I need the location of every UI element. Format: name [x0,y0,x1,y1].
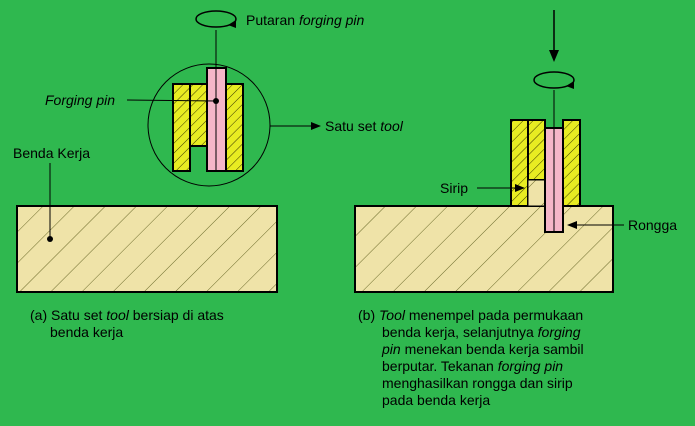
label-fin: Sirip [440,180,468,196]
caption-a: (a) Satu set tool bersiap di atas benda … [30,307,290,341]
tool-inner-a [189,83,208,147]
caption-b-body: benda kerja, selanjutnya forging pin mene… [358,324,628,409]
fin-b [527,179,546,207]
caption-b-italic2: forging [537,324,581,340]
label-cavity: Rongga [628,217,677,233]
caption-b-italic3: pin [382,341,401,357]
leader-forging-pin [126,99,217,102]
label-workpiece: Benda Kerja [13,145,90,161]
caption-a-line2: benda kerja [50,324,124,340]
rotation-arrow-b [533,71,575,89]
workpiece-a [16,205,278,293]
tool-shoulder-left-a [172,83,191,172]
force-arrow-b [549,10,559,62]
caption-b-line6: pada benda kerja [382,392,491,408]
rotation-arrow-a [195,10,237,28]
caption-a-marker: (a) [30,307,48,323]
dot-workpiece [47,236,53,242]
caption-b-text1: menempel pada permukaan [404,307,584,323]
caption-a-text2: bersiap di atas [128,307,224,323]
caption-b-text3: menekan benda kerja sambil [400,341,584,357]
tool-shoulder-right-a [225,83,244,172]
workpiece-b [354,205,614,293]
tool-shoulder-left-b [510,119,529,207]
label-forging-pin: Forging pin [45,92,115,108]
caption-b-line2: benda kerja, selanjutnya [382,324,538,340]
caption-b-italic4: forging pin [497,358,564,374]
label-rotation-a: Putaran forging pin [246,12,365,28]
caption-b: (b) Tool menempel pada permukaan benda k… [358,307,628,409]
tool-set-circle [147,63,271,187]
caption-b-italic1: Tool [379,307,405,323]
caption-b-line4: berputar. Tekanan [382,358,498,374]
caption-b-marker: (b) [358,307,376,323]
caption-b-line5: menghasilkan rongga dan sirip [382,375,573,391]
tool-inner-b [527,119,546,181]
caption-a-italic1: tool [106,307,129,323]
dot-forging-pin [213,98,219,104]
tool-shoulder-right-b [562,119,581,207]
caption-a-text1: Satu set [51,307,107,323]
label-tool-set: Satu set tool [325,118,404,134]
